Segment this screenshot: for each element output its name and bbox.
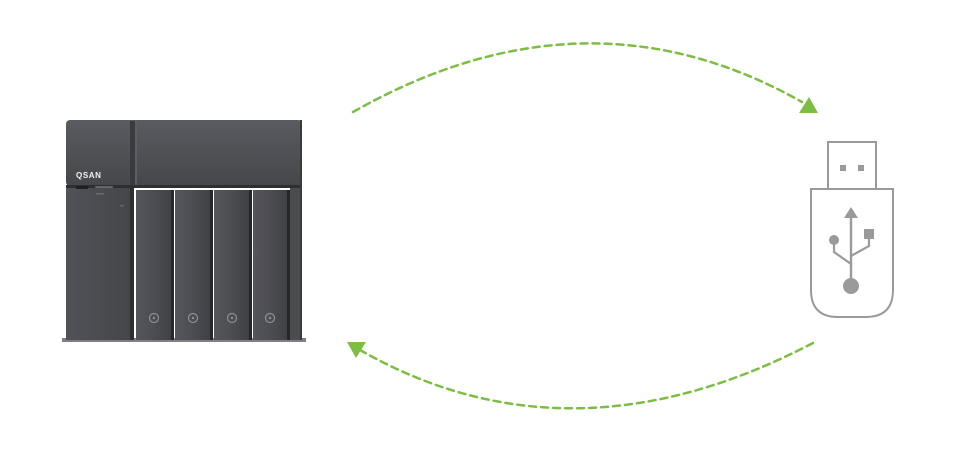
drive-bay bbox=[214, 190, 252, 340]
arrow-nas-to-usb bbox=[353, 43, 818, 113]
arrowhead-icon bbox=[799, 97, 818, 113]
arrowhead-icon bbox=[347, 342, 366, 358]
nas-device: QSAN bbox=[62, 120, 306, 342]
usb-drive-icon bbox=[811, 142, 893, 317]
nas-brand-logo: QSAN bbox=[76, 171, 102, 180]
drive-bay bbox=[253, 190, 290, 340]
drive-bay bbox=[136, 190, 174, 340]
nas-front-panel bbox=[66, 188, 132, 340]
drive-bay bbox=[175, 190, 213, 340]
arrow-usb-to-nas bbox=[347, 342, 813, 408]
usb-port bbox=[76, 186, 88, 189]
